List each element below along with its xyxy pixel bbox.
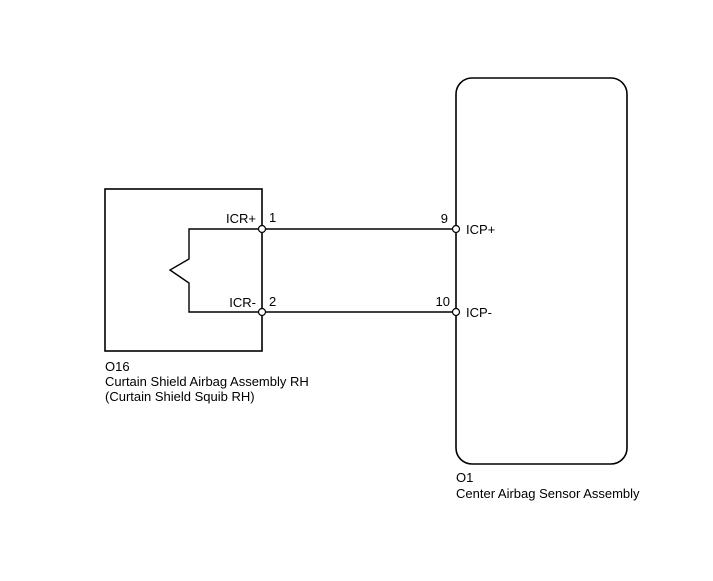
squib-element: [168, 228, 262, 313]
o1-pin-9-number: 9: [441, 211, 448, 226]
o16-component-box: [104, 188, 263, 352]
o1-pin-9-signal: ICP+: [466, 222, 495, 237]
o16-pin-2-number: 2: [269, 294, 276, 309]
o1-pin-10-terminal: [451, 307, 461, 317]
o1-component-box: [455, 77, 628, 465]
o16-pin-2-signal: ICR-: [229, 295, 256, 310]
o16-pin-1-signal: ICR+: [226, 211, 256, 226]
o1-pin-10-number: 10: [436, 294, 450, 309]
o16-pin-1-terminal: [257, 224, 267, 234]
o1-component-code: O1: [456, 470, 473, 485]
o16-component-code: O16: [105, 359, 130, 374]
o16-component-name: Curtain Shield Airbag Assembly RH: [105, 374, 309, 389]
o1-pin-9-terminal: [451, 224, 461, 234]
o16-pin-1-number: 1: [269, 210, 276, 225]
o16-component-subname: (Curtain Shield Squib RH): [105, 389, 255, 404]
o1-component-name: Center Airbag Sensor Assembly: [456, 486, 640, 501]
o1-pin-10-signal: ICP-: [466, 305, 492, 320]
o16-pin-2-terminal: [257, 307, 267, 317]
